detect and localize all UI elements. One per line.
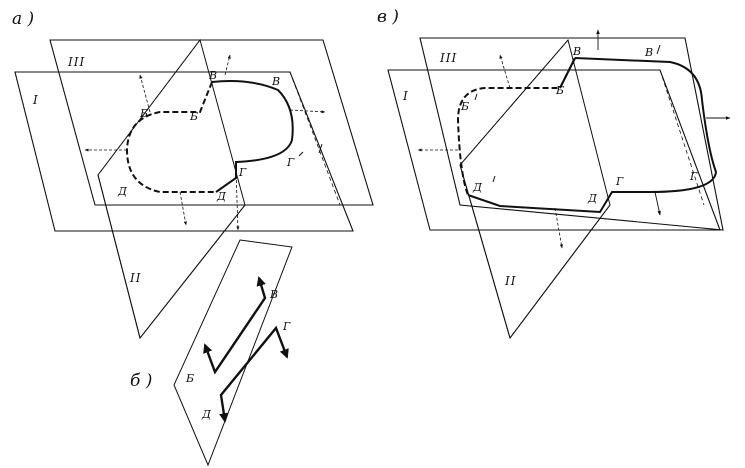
plane-two-label-a: II <box>129 271 141 285</box>
hidden-edge <box>289 71 341 206</box>
plane-two-label-v: II <box>504 274 516 288</box>
point-d-b: Д <box>201 408 212 421</box>
plane-three-a <box>49 39 374 206</box>
point-g-b: Г <box>282 320 291 333</box>
point-b-mid-v: Б <box>555 84 564 97</box>
point-v-upper-v: В <box>572 45 581 58</box>
plane-piece-b <box>173 239 293 467</box>
point-b-left-v: Б <box>460 100 469 113</box>
point-b-left-a: Б <box>139 107 148 120</box>
current-segment-upper-b <box>203 276 267 375</box>
point-b-b: Б <box>185 372 194 385</box>
point-d-mid-a: Д <box>216 190 227 203</box>
point-d-left-a: Д <box>117 185 128 198</box>
point-g-left-a: Г <box>238 166 247 179</box>
point-d-left-v: Д <box>472 181 483 194</box>
plane-one-label-a: I <box>32 93 39 107</box>
point-v-right-a: В <box>271 75 280 88</box>
plane-two-v <box>459 38 611 340</box>
point-g-right-v: Г <box>689 170 698 183</box>
panel-v-label: в ) <box>377 7 399 27</box>
point-d-mid-v: Д <box>587 192 598 205</box>
current-loop-visible-v <box>467 57 718 214</box>
current-loop-visible-a <box>211 80 294 193</box>
panel-a-label: а ) <box>12 9 34 29</box>
panel-b: б ) В Г Б Д <box>130 239 293 467</box>
point-g-right-a: Г <box>286 156 295 169</box>
point-g-left-v: Г <box>615 175 624 188</box>
point-b-mid-a: Б <box>189 110 198 123</box>
panel-a: а ) III I II В В Б Б Г Г <box>12 9 374 340</box>
plane-three-label-a: III <box>67 55 85 69</box>
point-v-right-v: В <box>644 46 653 59</box>
plane-three-v <box>419 37 724 231</box>
current-segment-lower-b <box>219 325 289 423</box>
plane-one-label-v: I <box>402 89 409 103</box>
plane-three-label-v: III <box>439 51 457 65</box>
point-v-b: В <box>269 288 278 301</box>
current-loop-hidden-v <box>456 57 576 196</box>
point-v-upper-a: В <box>208 69 217 82</box>
current-loop-hidden-a <box>125 81 216 193</box>
panel-v: в ) III I II В В Б Б Г <box>377 7 731 340</box>
panel-b-label: б ) <box>130 371 152 391</box>
